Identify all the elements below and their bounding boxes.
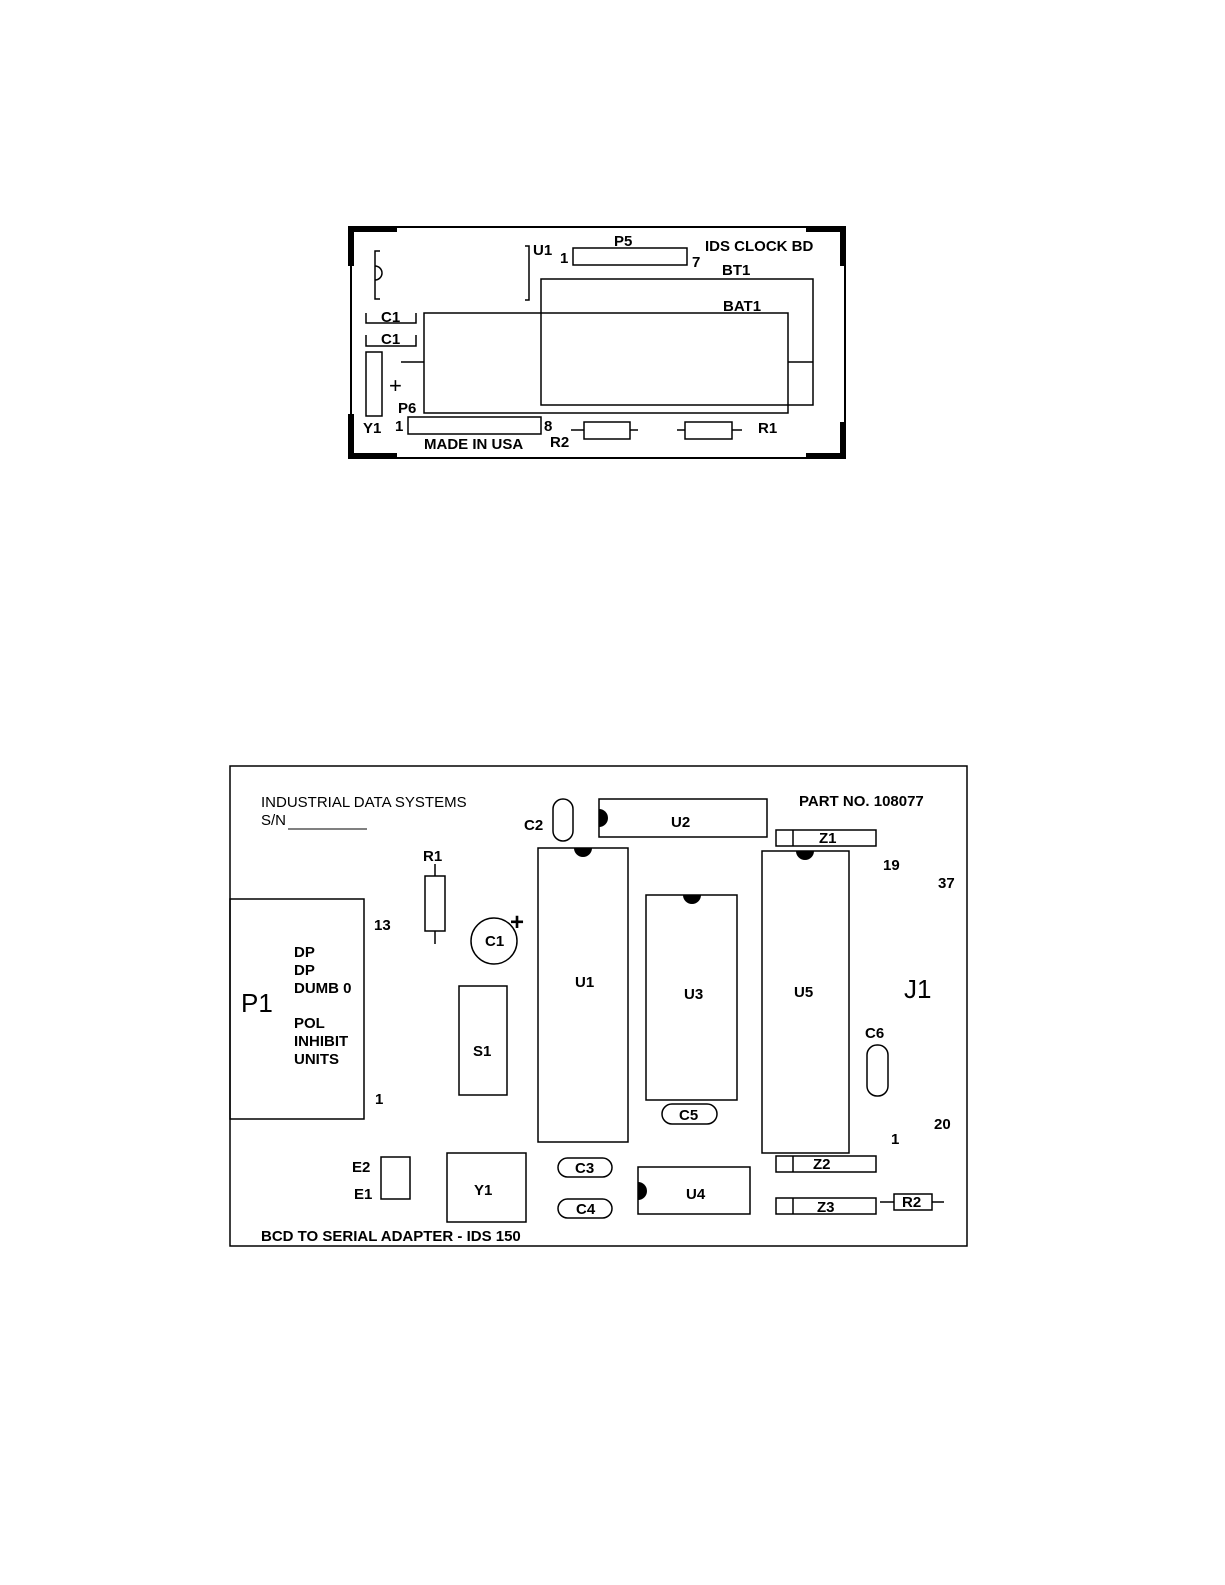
u1-chip bbox=[538, 848, 628, 1142]
c4-label: C4 bbox=[576, 1201, 596, 1218]
p1-signal-dumb: DUMB 0 bbox=[294, 980, 352, 997]
u5-pin1-notch bbox=[796, 851, 814, 860]
clock-bt1-outline bbox=[541, 279, 813, 405]
p1-signal-pol: POL bbox=[294, 1015, 325, 1032]
clock-left-bracket bbox=[375, 251, 380, 299]
clock-board: U1 P5 1 7 IDS CLOCK BD BT1 BAT1 C1 C1 Y1… bbox=[351, 227, 845, 458]
clock-p5-pin-start: 1 bbox=[560, 250, 568, 267]
c5-label: C5 bbox=[679, 1107, 698, 1124]
j1-pin-19: 19 bbox=[883, 857, 900, 874]
corner-bracket-top-left bbox=[351, 229, 397, 266]
serial-number-label: S/N bbox=[261, 812, 286, 829]
u3-pin1-notch bbox=[683, 895, 701, 904]
clock-c1b-label: C1 bbox=[381, 331, 400, 348]
j1-pin-37: 37 bbox=[938, 875, 955, 892]
z3-label: Z3 bbox=[817, 1199, 835, 1216]
clock-bat1-label: BAT1 bbox=[723, 298, 761, 315]
adapter-board-outline bbox=[230, 766, 967, 1246]
clock-y1-label: Y1 bbox=[363, 420, 381, 437]
clock-c1a-label: C1 bbox=[381, 309, 400, 326]
clock-polarity-plus: + bbox=[389, 373, 402, 398]
u1-label: U1 bbox=[575, 974, 594, 991]
u2-label: U2 bbox=[671, 814, 690, 831]
u4-label: U4 bbox=[686, 1186, 706, 1203]
clock-made-in-usa: MADE IN USA bbox=[424, 436, 523, 453]
j1-pin-20: 20 bbox=[934, 1116, 951, 1133]
u4-pin1-notch bbox=[638, 1182, 647, 1200]
e1-e2-jumper bbox=[381, 1157, 410, 1199]
r2-label: R2 bbox=[902, 1194, 921, 1211]
clock-y1-outline bbox=[366, 352, 382, 416]
u2-pin1-notch bbox=[599, 809, 608, 827]
clock-p6-pin-end: 8 bbox=[544, 418, 552, 435]
part-number: PART NO. 108077 bbox=[799, 793, 924, 810]
p1-signal-dp-2: DP bbox=[294, 962, 315, 979]
p1-pin-1: 1 bbox=[375, 1091, 383, 1108]
r1-label: R1 bbox=[423, 848, 442, 865]
clock-p6-header bbox=[408, 417, 541, 434]
u3-label: U3 bbox=[684, 986, 703, 1003]
u1-pin1-notch bbox=[574, 848, 592, 857]
clock-r1-body bbox=[685, 422, 732, 439]
c2-label: C2 bbox=[524, 817, 543, 834]
clock-p6-pin-start: 1 bbox=[395, 418, 403, 435]
c6-capacitor bbox=[867, 1045, 888, 1096]
c6-label: C6 bbox=[865, 1025, 884, 1042]
j1-label: J1 bbox=[904, 974, 931, 1004]
clock-u1-outline bbox=[525, 246, 529, 300]
e2-label: E2 bbox=[352, 1159, 370, 1176]
z2-label: Z2 bbox=[813, 1156, 831, 1173]
y1-label: Y1 bbox=[474, 1182, 492, 1199]
p1-pin-13: 13 bbox=[374, 917, 391, 934]
clock-r2-label: R2 bbox=[550, 434, 569, 451]
c3-label: C3 bbox=[575, 1160, 594, 1177]
c1-label: C1 bbox=[485, 933, 504, 950]
p1-signal-inhibit: INHIBIT bbox=[294, 1033, 348, 1050]
u5-chip bbox=[762, 851, 849, 1153]
c2-capacitor bbox=[553, 799, 573, 841]
clock-board-title: IDS CLOCK BD bbox=[705, 238, 814, 255]
adapter-board: INDUSTRIAL DATA SYSTEMS S/N PART NO. 108… bbox=[230, 766, 967, 1246]
p1-signal-dp-1: DP bbox=[294, 944, 315, 961]
p1-label: P1 bbox=[241, 988, 273, 1018]
clock-left-notch bbox=[375, 266, 382, 280]
e1-label: E1 bbox=[354, 1186, 372, 1203]
clock-p5-label: P5 bbox=[614, 233, 632, 250]
clock-r1-label: R1 bbox=[758, 420, 777, 437]
clock-p5-header bbox=[573, 248, 687, 265]
r1-body bbox=[425, 876, 445, 931]
company-name: INDUSTRIAL DATA SYSTEMS bbox=[261, 794, 467, 811]
j1-pin-1: 1 bbox=[891, 1131, 899, 1148]
board-footer-title: BCD TO SERIAL ADAPTER - IDS 150 bbox=[261, 1228, 521, 1245]
s1-switch bbox=[459, 986, 507, 1095]
clock-p6-label: P6 bbox=[398, 400, 416, 417]
corner-bracket-bottom-right bbox=[806, 422, 843, 456]
clock-bat1-outline bbox=[424, 313, 788, 413]
u5-label: U5 bbox=[794, 984, 813, 1001]
z1-label: Z1 bbox=[819, 830, 837, 847]
clock-u1-label: U1 bbox=[533, 242, 552, 259]
p1-signal-units: UNITS bbox=[294, 1051, 339, 1068]
clock-p5-pin-end: 7 bbox=[692, 254, 700, 271]
c1-polarity-plus: + bbox=[510, 909, 524, 936]
s1-label: S1 bbox=[473, 1043, 491, 1060]
clock-bt1-label: BT1 bbox=[722, 262, 750, 279]
clock-r2-body bbox=[584, 422, 630, 439]
